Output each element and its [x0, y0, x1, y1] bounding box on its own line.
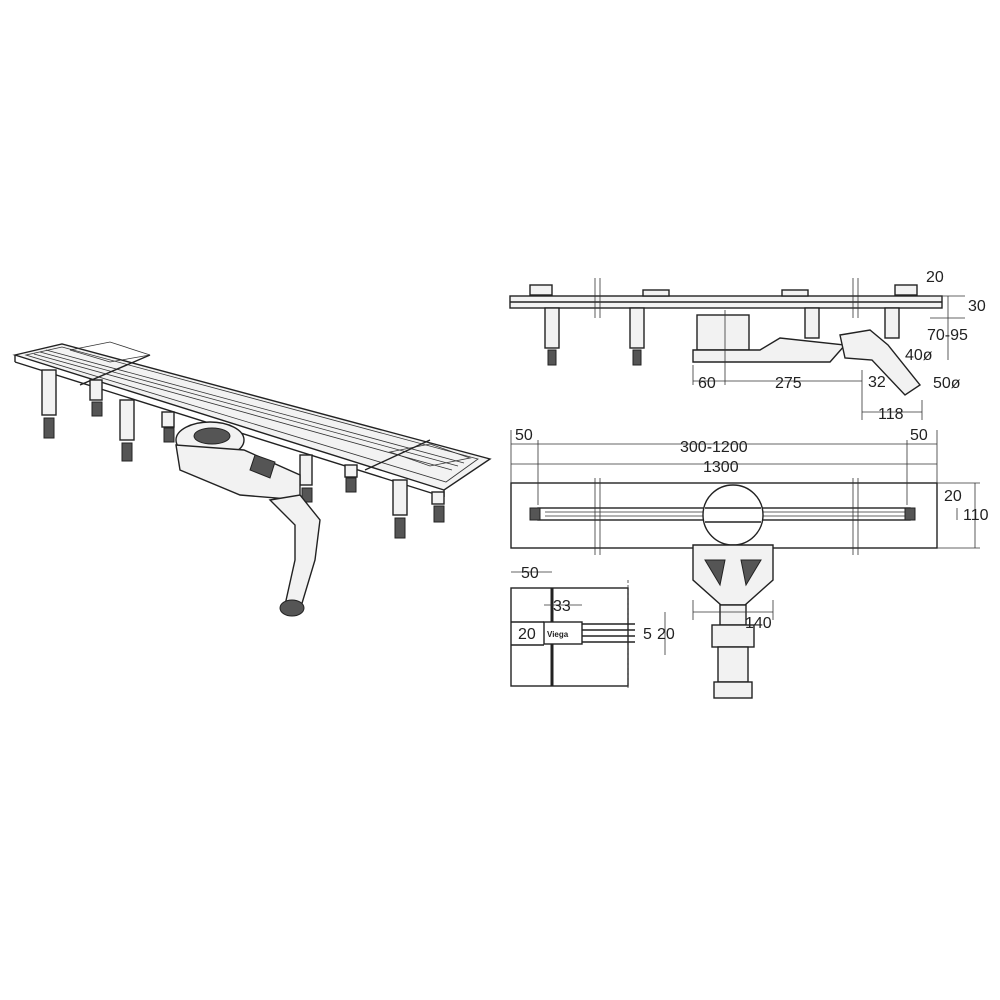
side-view: 20 30 70-95 40ø 50ø 60 275 32 118	[509, 269, 986, 423]
dim-slot: 5	[643, 626, 652, 643]
dim-total: 1300	[703, 459, 739, 476]
dim-height: 70-95	[927, 327, 968, 344]
top-view: 50 300-1200 50 1300 20 110 140	[510, 427, 989, 699]
support-legs	[41, 369, 445, 539]
dim-pipe-offset: 32	[868, 374, 886, 391]
dim-logo-width: 33	[553, 598, 571, 615]
dim-pipe-reach: 118	[878, 406, 904, 423]
dim-cover: 20	[926, 269, 944, 286]
dim-frame: 30	[968, 298, 986, 315]
dim-detail-height: 20	[657, 626, 675, 643]
channel-grate	[12, 343, 492, 491]
dim-outlet-small: 40ø	[905, 347, 933, 364]
dim-total-width: 110	[963, 507, 989, 524]
dim-logo-height: 20	[518, 626, 536, 643]
dim-range: 300-1200	[680, 439, 748, 456]
dim-offset: 60	[698, 375, 716, 392]
dim-right-margin: 50	[910, 427, 928, 444]
viega-logo: Viega	[547, 630, 569, 639]
dim-outlet-large: 50ø	[933, 375, 961, 392]
detail-view: Viega 50 33 20 5 20	[510, 565, 675, 690]
dim-margin: 50	[521, 565, 539, 582]
dim-length: 275	[775, 375, 802, 392]
dim-drain-width: 140	[745, 615, 772, 632]
drain-body	[175, 421, 321, 617]
dim-grate-width: 20	[944, 488, 962, 505]
perspective-view	[12, 341, 492, 617]
dim-left-margin: 50	[515, 427, 533, 444]
